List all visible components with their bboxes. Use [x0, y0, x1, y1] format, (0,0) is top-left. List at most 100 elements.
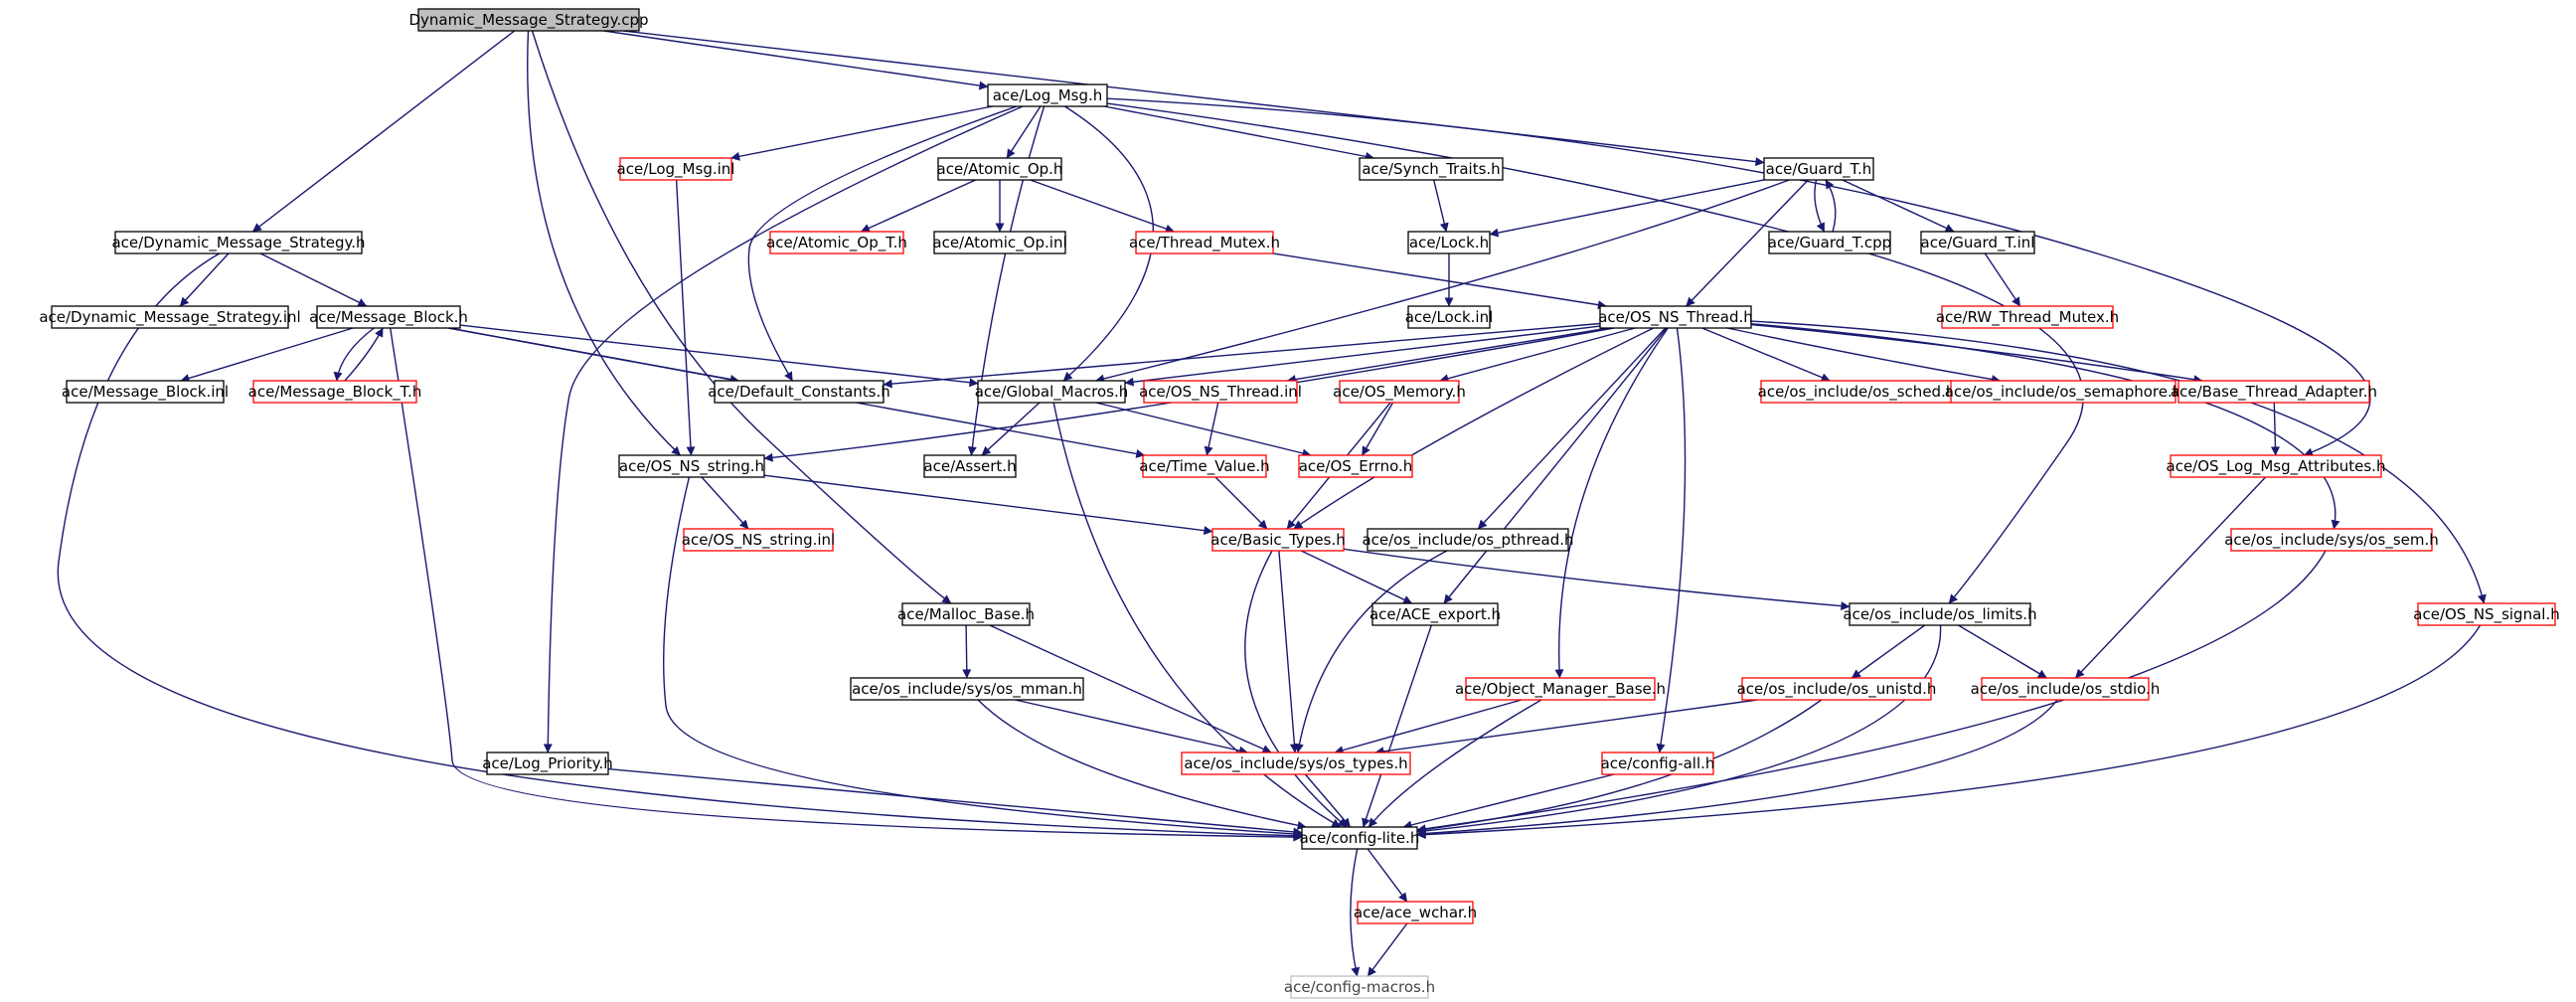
node-label: ace/os_include/sys/os_types.h: [1184, 754, 1407, 773]
edge-os_sem_h-to-config_lite_h: [1416, 550, 2327, 834]
node-label: ace/os_include/os_unistd.h: [1737, 680, 1937, 699]
edge-os_limits_h-to-config_lite_h: [1416, 624, 1942, 836]
node-message-block-h[interactable]: ace/Message_Block.h: [309, 305, 468, 329]
node-os-mman-h[interactable]: ace/os_include/sys/os_mman.h: [850, 677, 1084, 701]
node-box: [933, 231, 1066, 254]
edge-os_unistd_h-to-config_lite_h: [1416, 699, 1823, 834]
node-os-ns-string-h[interactable]: ace/OS_NS_string.h: [618, 454, 765, 478]
node-log-priority-h[interactable]: ace/Log_Priority.h: [482, 752, 613, 775]
node-box: [1763, 157, 1874, 181]
node-box: [683, 528, 834, 552]
node-log-msg-h[interactable]: ace/Log_Msg.h: [987, 84, 1108, 107]
node-assert-h[interactable]: ace/Assert.h: [923, 454, 1017, 478]
edge-os_ns_thread_h-to-os_memory_h: [1439, 327, 1636, 384]
node-atomic-op-t-h[interactable]: ace/Atomic_Op_T.h: [766, 231, 907, 254]
node-os-unistd-h[interactable]: ace/os_include/os_unistd.h: [1737, 677, 1937, 701]
node-default-constants-h[interactable]: ace/Default_Constants.h: [708, 380, 890, 404]
node-os-sched-h[interactable]: ace/os_include/os_sched.h: [1758, 380, 1956, 404]
node-ace-export-h[interactable]: ace/ACE_export.h: [1369, 602, 1501, 626]
node-message-block-inl[interactable]: ace/Message_Block.inl: [62, 380, 229, 404]
node-label: ace/os_include/os_sched.h: [1758, 383, 1956, 402]
node-dms-h[interactable]: ace/Dynamic_Message_Strategy.h: [111, 231, 366, 254]
node-os-stdio-h[interactable]: ace/os_include/os_stdio.h: [1971, 677, 2161, 701]
edge-os_ns_thread_h-to-global_macros_h: [1124, 325, 1601, 387]
edge-log_priority_h-to-config_lite_h: [607, 767, 1303, 837]
node-guard-t-cpp[interactable]: ace/Guard_T.cpp: [1768, 231, 1891, 254]
node-box: [1407, 305, 1491, 329]
edge-malloc_base_h-to-os_mman_h: [962, 624, 972, 679]
node-message-block-t-h[interactable]: ace/Message_Block_T.h: [248, 380, 422, 404]
edge-guard_t_inl-to-rw_thread_mutex_h: [1984, 252, 2021, 307]
node-config-all-h[interactable]: ace/config-all.h: [1601, 752, 1715, 775]
edge-message_block_h-to-config_lite_h: [390, 327, 1303, 842]
node-label: ace/Dynamic_Message_Strategy.h: [111, 234, 365, 252]
node-label: ace/Guard_T.h: [1766, 160, 1872, 179]
node-atomic-op-h[interactable]: ace/Atomic_Op.h: [937, 157, 1063, 181]
edge-os_ns_thread_h-to-ace_export_h: [1443, 327, 1668, 604]
node-basic-types-h[interactable]: ace/Basic_Types.h: [1210, 528, 1346, 552]
node-label: ace/OS_NS_signal.h: [2413, 605, 2559, 624]
node-os-sem-h[interactable]: ace/os_include/sys/os_sem.h: [2224, 528, 2439, 552]
node-box: [417, 8, 640, 32]
node-guard-t-h[interactable]: ace/Guard_T.h: [1763, 157, 1874, 181]
node-label: ace/Message_Block_T.h: [248, 383, 422, 402]
node-os-errno-h[interactable]: ace/OS_Errno.h: [1298, 454, 1413, 478]
node-atomic-op-inl[interactable]: ace/Atomic_Op.inl: [932, 231, 1067, 254]
node-thread-mutex-h[interactable]: ace/Thread_Mutex.h: [1129, 231, 1280, 254]
node-os-ns-thread-h[interactable]: ace/OS_NS_Thread.h: [1598, 305, 1753, 329]
edge-dms_h-to-dms_inl: [179, 252, 230, 307]
node-config-macros-h[interactable]: ace/config-macros.h: [1284, 975, 1435, 999]
edge-time_value_h-to-basic_types_h: [1214, 476, 1268, 530]
node-box: [1465, 677, 1656, 701]
edge-os_ns_string_h-to-config_lite_h: [663, 476, 1303, 839]
edge-guard_t_h-to-global_macros_h: [1095, 179, 1790, 384]
node-log-msg-inl[interactable]: ace/Log_Msg.inl: [617, 157, 735, 181]
node-object-manager-base-h[interactable]: ace/Object_Manager_Base.h: [1455, 677, 1666, 701]
edge-malloc_base_h-to-os_types_h: [989, 624, 1272, 753]
node-lock-inl[interactable]: ace/Lock.inl: [1405, 305, 1494, 329]
node-box: [850, 677, 1084, 701]
node-os-types-h[interactable]: ace/os_include/sys/os_types.h: [1181, 752, 1411, 775]
node-label: ace/Dynamic_Message_Strategy.inl: [39, 308, 300, 327]
node-box: [1371, 602, 1499, 626]
node-os-semaphore-h[interactable]: ace/os_include/os_semaphore.h: [1945, 380, 2182, 404]
node-os-ns-string-inl[interactable]: ace/OS_NS_string.inl: [682, 528, 835, 552]
node-os-ns-thread-inl[interactable]: ace/OS_NS_Thread.inl: [1139, 380, 1302, 404]
node-box: [1298, 454, 1413, 478]
node-synch-traits-h[interactable]: ace/Synch_Traits.h: [1359, 157, 1504, 181]
node-time-value-h[interactable]: ace/Time_Value.h: [1139, 454, 1270, 478]
node-os-limits-h[interactable]: ace/os_include/os_limits.h: [1843, 602, 2037, 626]
edge-message_block_h-to-global_macros_h: [459, 324, 979, 388]
node-label: ace/Atomic_Op_T.h: [766, 234, 907, 252]
edge-root-to-guard_t_h: [623, 30, 1765, 167]
node-os-pthread-h[interactable]: ace/os_include/os_pthread.h: [1362, 528, 1574, 552]
node-ace-wchar-h[interactable]: ace/ace_wchar.h: [1354, 901, 1477, 924]
node-malloc-base-h[interactable]: ace/Malloc_Base.h: [897, 602, 1035, 626]
node-os-memory-h[interactable]: ace/OS_Memory.h: [1333, 380, 1466, 404]
node-rw-thread-mutex-h[interactable]: ace/RW_Thread_Mutex.h: [1936, 305, 2119, 329]
node-box: [1135, 231, 1274, 254]
node-label: ace/Guard_T.cpp: [1768, 234, 1891, 252]
node-global-macros-h[interactable]: ace/Global_Macros.h: [975, 380, 1129, 404]
node-lock-h[interactable]: ace/Lock.h: [1407, 231, 1491, 254]
node-dms-inl[interactable]: ace/Dynamic_Message_Strategy.inl: [39, 305, 301, 329]
node-os-ns-signal-h[interactable]: ace/OS_NS_signal.h: [2413, 602, 2560, 626]
edge-os_types_h-to-config_lite_h: [1304, 773, 1352, 828]
edge-os_ns_thread_h-to-default_constants_h: [883, 322, 1601, 389]
node-config-lite-h[interactable]: ace/config-lite.h: [1300, 826, 1420, 850]
edge-os_ns_thread_h-to-object_manager_base_h: [1554, 327, 1669, 679]
node-box: [2177, 380, 2370, 404]
edge-os_mman_h-to-os_types_h: [1015, 699, 1248, 755]
edge-message_block_t_h-to-message_block_h: [344, 327, 384, 382]
node-base-thread-adapter-h[interactable]: ace/Base_Thread_Adapter.h: [2171, 380, 2377, 404]
node-label: ace/Message_Block.inl: [62, 383, 229, 402]
node-os-log-msg-attributes-h[interactable]: ace/OS_Log_Msg_Attributes.h: [2167, 454, 2386, 478]
edge-config_lite_h-to-ace_wchar_h: [1367, 848, 1408, 903]
node-box: [923, 454, 1017, 478]
node-box: [1367, 528, 1569, 552]
edge-global_macros_h-to-os_errno_h: [1095, 402, 1312, 458]
node-guard-t-inl[interactable]: ace/Guard_T.inl: [1920, 231, 2035, 254]
edge-os_ns_string_h-to-basic_types_h: [763, 474, 1213, 536]
edge-os_mman_h-to-config_lite_h: [977, 699, 1307, 830]
